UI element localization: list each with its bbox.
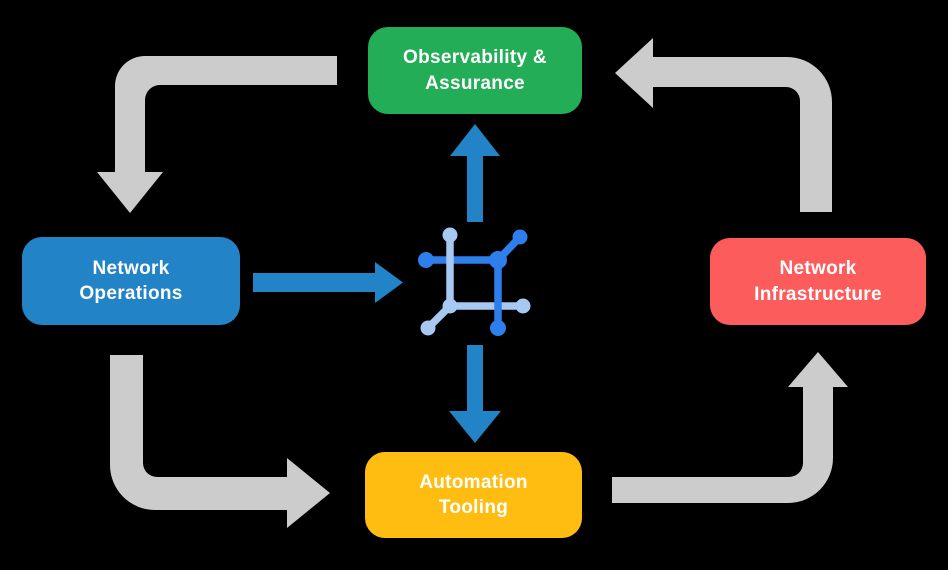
node-network-operations: Network Operations (22, 237, 240, 325)
node-network-infrastructure: Network Infrastructure (710, 238, 926, 325)
node-label-line: Infrastructure (754, 283, 882, 305)
icon-dark-left-node (418, 252, 434, 268)
arrow-infrastructure-to-observability (615, 38, 832, 212)
node-label-line: Network (92, 257, 170, 279)
arrow-operations-to-automation (110, 355, 330, 528)
node-label-line: Assurance (425, 72, 525, 94)
node-label-line: Network (779, 258, 857, 280)
node-label-line: Observability & (403, 47, 547, 69)
icon-dark-lines (494, 233, 524, 332)
node-label-line: Tooling (438, 497, 509, 518)
arrow-operations-to-platform (253, 262, 403, 303)
arrow-observability-to-operations (97, 56, 337, 213)
arrow-platform-to-observability (450, 124, 500, 222)
icon-light-nodes (420, 227, 531, 336)
node-automation-tooling: Automation Tooling (365, 452, 582, 538)
arrow-automation-to-infrastructure (612, 352, 848, 503)
node-label-line: Operations (79, 283, 183, 304)
icon-dark-nodes (489, 229, 528, 336)
arrow-platform-to-automation (449, 345, 501, 443)
node-observability-assurance: Observability & Assurance (368, 27, 582, 114)
network-platform-icon (418, 227, 531, 336)
node-label-line: Automation (419, 471, 528, 493)
